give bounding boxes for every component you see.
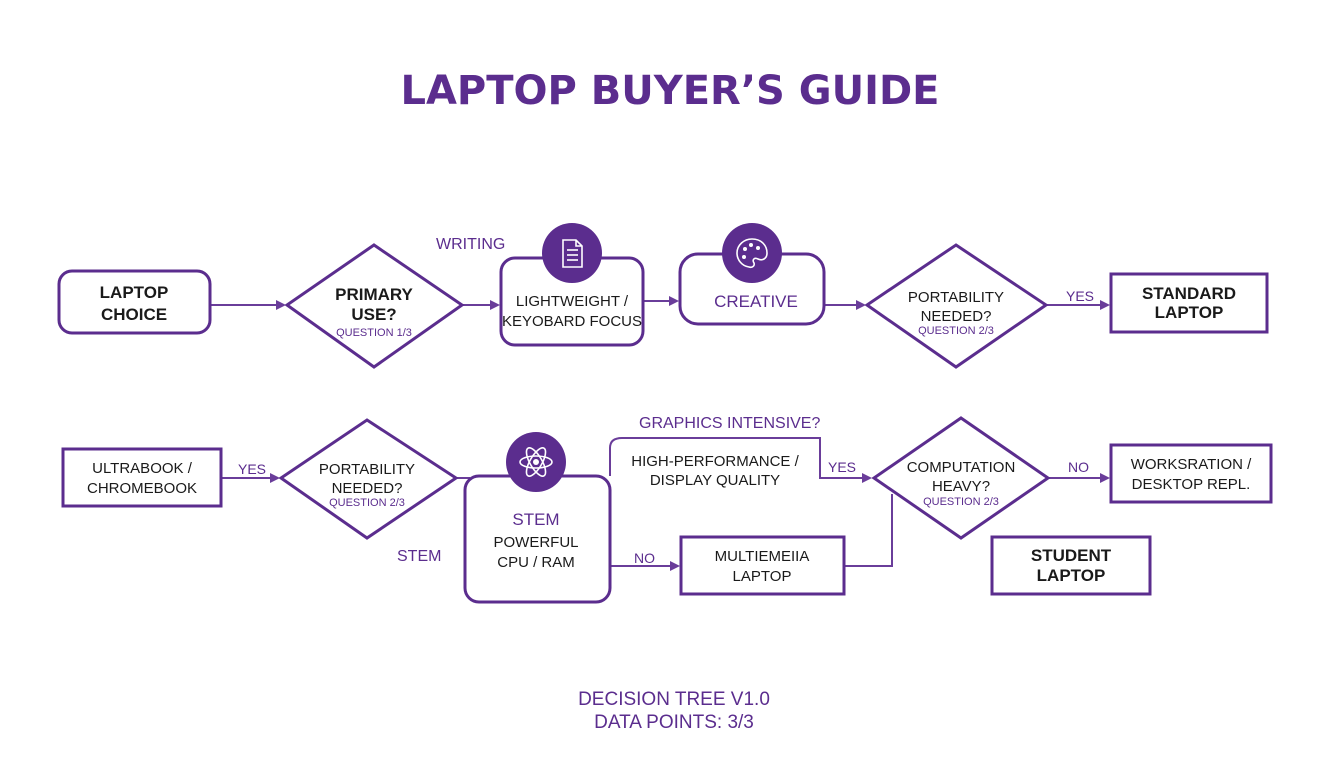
edge-label-no: NO	[1068, 459, 1089, 475]
edge-label-yes: YES	[238, 461, 266, 477]
node-label: ULTRABOOK /	[92, 460, 193, 477]
node-label: USE?	[351, 305, 396, 324]
node-lightweight: LIGHTWEIGHT / KEYOBARD FOCUS	[499, 256, 645, 347]
node-label: MULTIEMEIIA	[715, 548, 810, 565]
node-label: CHROMEBOOK	[87, 480, 197, 497]
node-subtitle: QUESTION 2/3	[923, 496, 999, 508]
node-label: CHOICE	[101, 305, 167, 324]
node-student-laptop: STUDENT LAPTOP	[990, 535, 1152, 596]
edge-label-writing: WRITING	[436, 236, 505, 253]
node-stem: STEM POWERFUL CPU / RAM	[463, 474, 612, 604]
node-label: PORTABILITY	[908, 289, 1004, 306]
node-label: NEEDED?	[921, 308, 992, 325]
node-label: STANDARD	[1142, 284, 1236, 303]
node-subtitle: QUESTION 1/3	[336, 327, 412, 339]
node-creative: CREATIVE	[678, 252, 826, 326]
node-label: PRIMARY	[335, 285, 413, 304]
node-label: LAPTOP	[1155, 303, 1224, 322]
node-portability-bottom: PORTABILITY NEEDED? QUESTION 2/3	[278, 418, 459, 540]
node-subtitle: QUESTION 2/3	[918, 325, 994, 337]
node-label: COMPUTATION	[907, 459, 1016, 476]
node-label: POWERFUL	[493, 534, 578, 551]
node-primary-use: PRIMARY USE? QUESTION 1/3	[284, 243, 465, 369]
node-high-performance-label: HIGH-PERFORMANCE /	[631, 453, 799, 470]
node-label: CPU / RAM	[497, 554, 575, 571]
edge-label-yes: YES	[1066, 288, 1094, 304]
node-label: NEEDED?	[332, 480, 403, 497]
node-workstation: WORKSRATION / DESKTOP REPL.	[1109, 443, 1273, 504]
edge-label-yes: YES	[828, 459, 856, 475]
node-ultrabook: ULTRABOOK / CHROMEBOOK	[61, 447, 223, 508]
node-title: STEM	[512, 510, 559, 529]
node-standard-laptop: STANDARD LAPTOP	[1109, 272, 1269, 334]
node-label: LAPTOP	[1037, 566, 1106, 585]
node-portability-top: PORTABILITY NEEDED? QUESTION 2/3	[864, 243, 1049, 369]
footer-version: DECISION TREE V1.0	[578, 689, 770, 710]
node-label: KEYOBARD FOCUS	[502, 313, 642, 330]
node-computation: COMPUTATION HEAVY? QUESTION 2/3	[871, 416, 1051, 540]
edge-label-stem: STEM	[397, 548, 441, 565]
palette-icon	[722, 223, 782, 283]
page-title: LAPTOP BUYER’S GUIDE	[400, 68, 939, 114]
node-label: LAPTOP	[100, 283, 169, 302]
node-label: CREATIVE	[714, 292, 798, 311]
node-label: LIGHTWEIGHT /	[516, 293, 629, 310]
node-subtitle: QUESTION 2/3	[329, 497, 405, 509]
edge-stem-to-computation	[609, 437, 872, 483]
node-label: DESKTOP REPL.	[1132, 476, 1251, 493]
document-icon	[542, 223, 602, 283]
node-multimedia: MULTIEMEIIA LAPTOP	[679, 535, 846, 596]
node-label: WORKSRATION /	[1131, 456, 1252, 473]
node-label: LAPTOP	[733, 568, 792, 585]
node-label: PORTABILITY	[319, 461, 415, 478]
edge-multimedia-to-computation	[844, 494, 893, 567]
node-high-performance-label: DISPLAY QUALITY	[650, 472, 780, 489]
edge-label-no: NO	[634, 550, 655, 566]
node-laptop-choice: LAPTOP CHOICE	[57, 269, 212, 335]
atom-icon	[506, 432, 566, 492]
edge-label-graphics-intensive: GRAPHICS INTENSIVE?	[639, 415, 820, 432]
footer-data-points: DATA POINTS: 3/3	[594, 712, 754, 733]
connectors	[210, 296, 1110, 571]
node-label: STUDENT	[1031, 546, 1112, 565]
node-label: HEAVY?	[932, 478, 990, 495]
